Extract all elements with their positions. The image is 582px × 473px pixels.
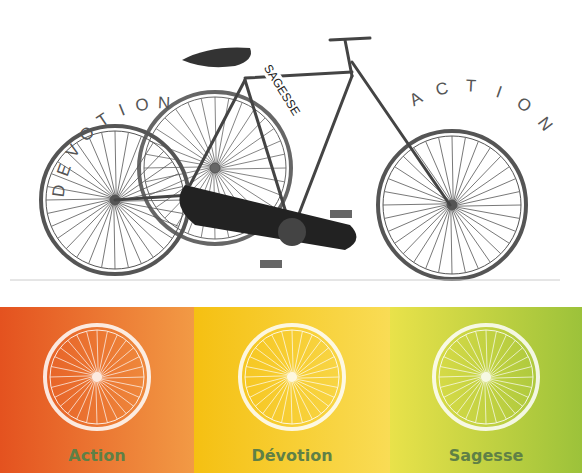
- label-letter: O: [514, 94, 535, 116]
- label-letter: N: [157, 94, 170, 111]
- curved-label: ACTION: [0, 0, 582, 305]
- label-letter: E: [54, 162, 74, 178]
- color-panel: Sagesse: [390, 307, 582, 473]
- color-panel: Dévotion: [194, 307, 390, 473]
- label-letter: I: [116, 102, 127, 120]
- panel-label: Dévotion: [194, 446, 390, 465]
- tricycle-illustration: [0, 0, 582, 305]
- label-letter: O: [134, 95, 150, 114]
- color-panel: Action: [0, 307, 194, 473]
- label-letter: V: [63, 142, 83, 161]
- panel-label: Action: [0, 446, 194, 465]
- label-letter: T: [465, 77, 476, 94]
- curved-label: DEVOTION: [0, 0, 582, 305]
- label-letter: O: [76, 123, 97, 144]
- label-letter: D: [50, 184, 69, 199]
- label-letter: C: [435, 79, 451, 98]
- panel-label: Sagesse: [390, 446, 582, 465]
- label-letter: I: [494, 83, 504, 101]
- label-letter: T: [94, 110, 112, 130]
- label-letter: A: [407, 89, 425, 109]
- label-letter: N: [534, 114, 555, 134]
